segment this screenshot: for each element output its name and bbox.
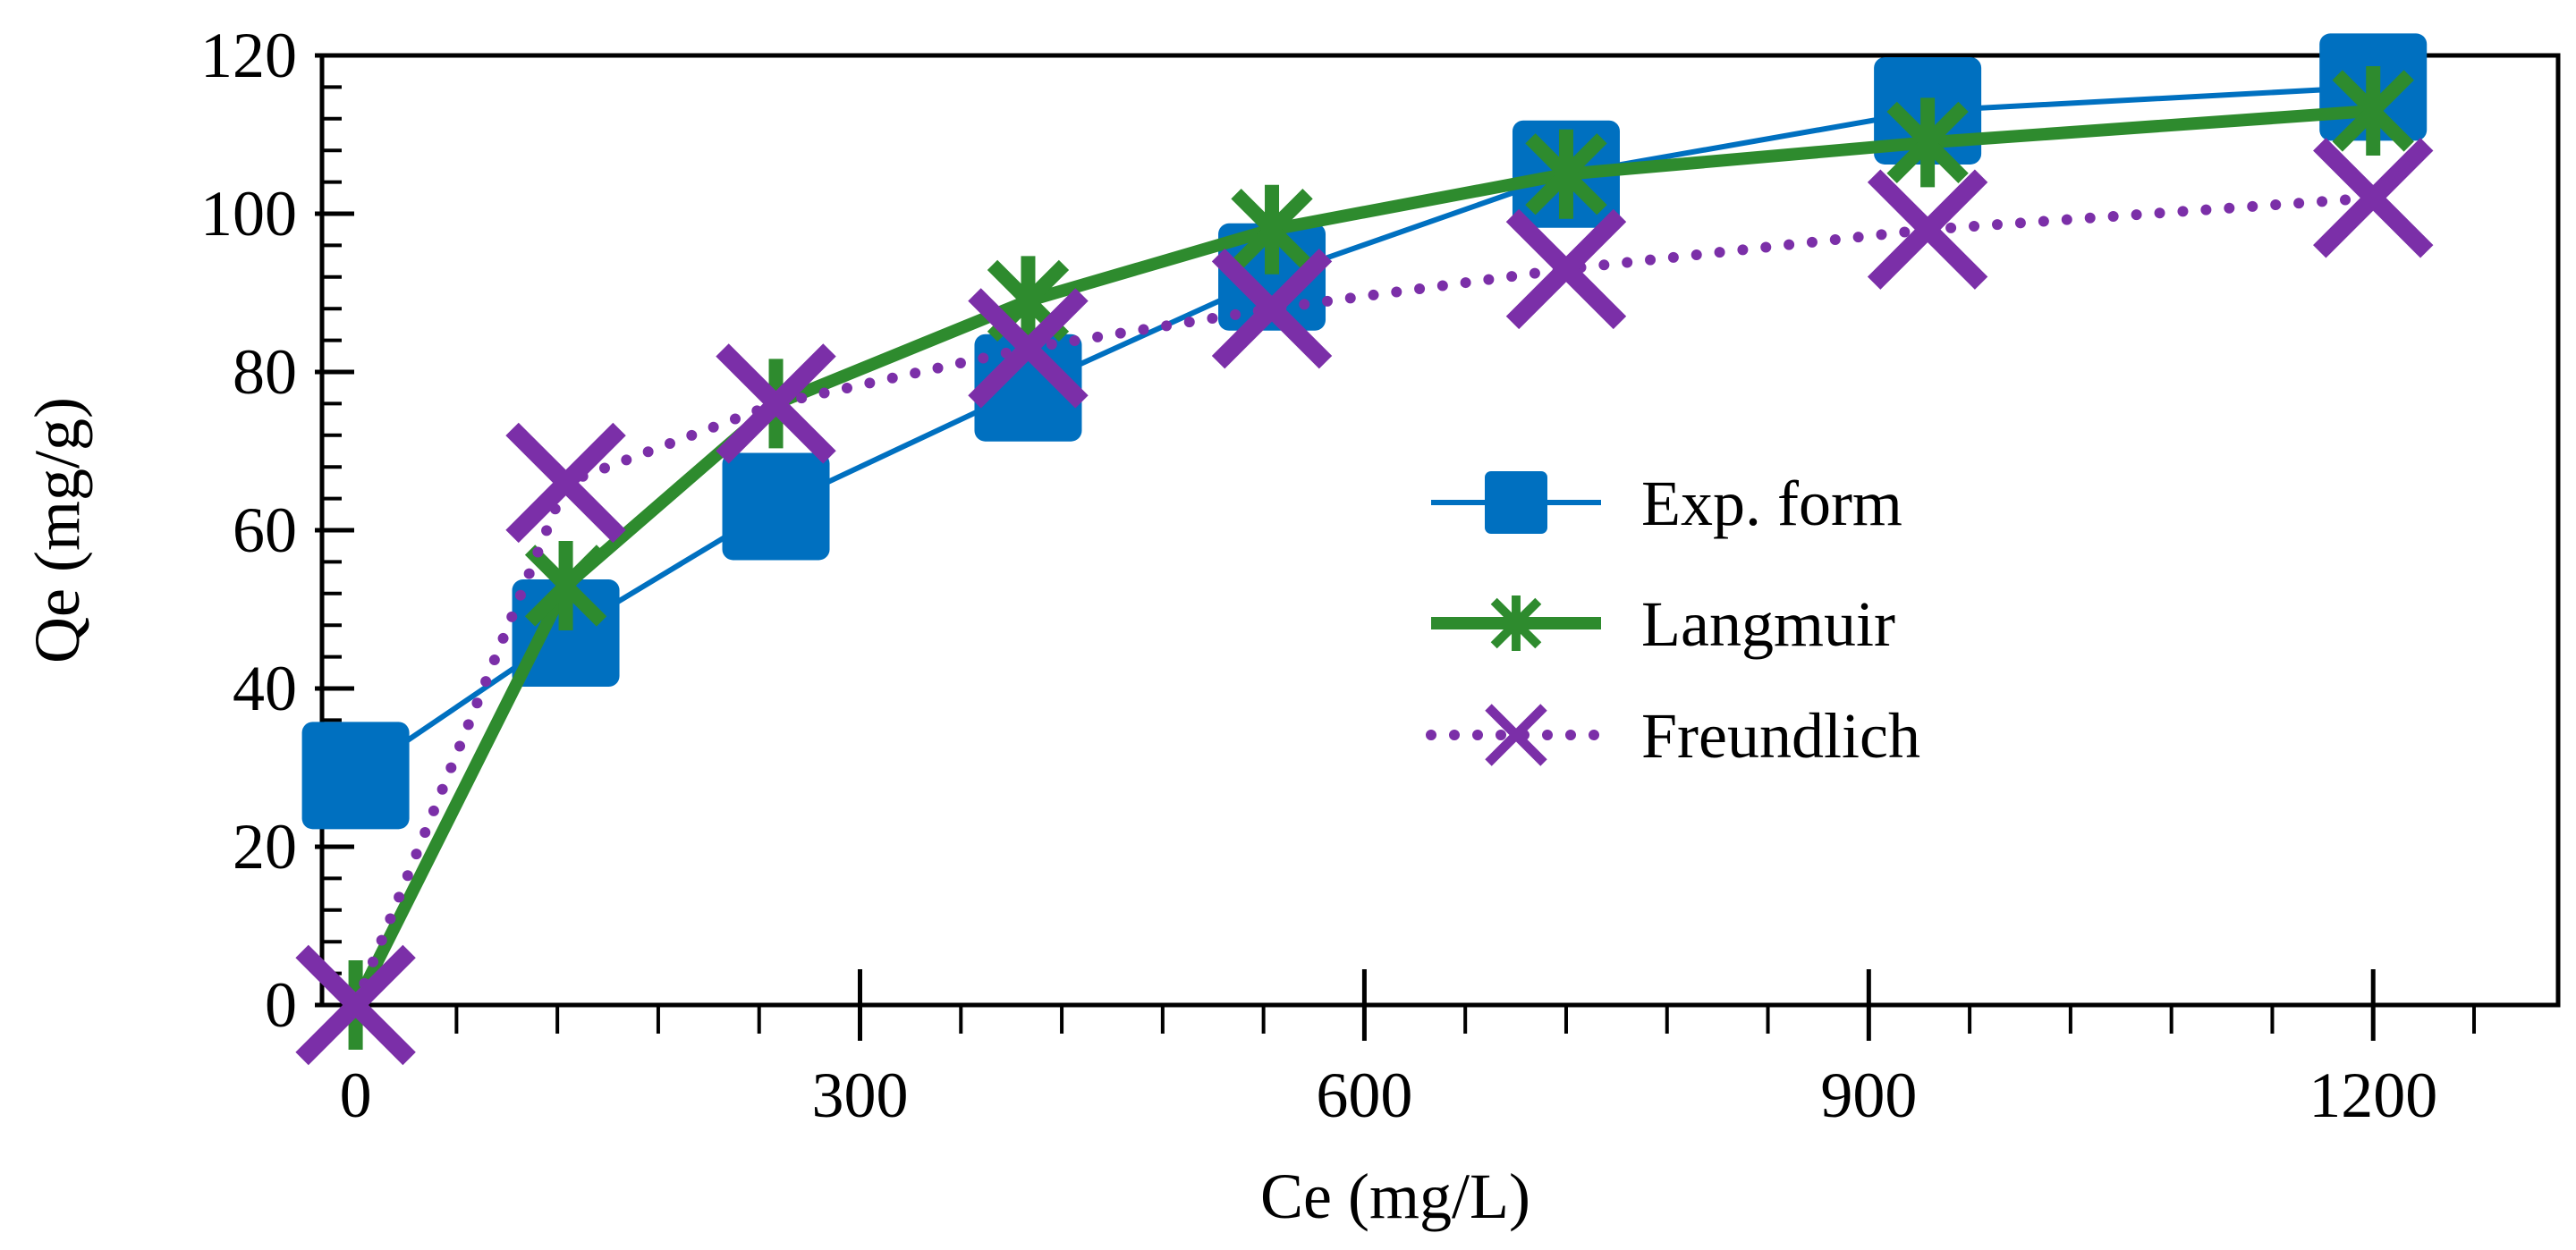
star-marker — [1231, 184, 1313, 274]
legend-label: Freundlich — [1641, 700, 1920, 772]
x-tick-label: 0 — [340, 1060, 372, 1131]
square-marker — [722, 452, 830, 561]
x-tick-label: 900 — [1820, 1060, 1917, 1131]
square-marker — [301, 722, 410, 830]
x-marker — [1211, 248, 1333, 369]
x-marker — [295, 944, 416, 1066]
y-tick-label: 20 — [233, 811, 297, 883]
y-tick-label: 40 — [233, 653, 297, 724]
star-marker — [1525, 129, 1607, 219]
legend-label: Langmuir — [1641, 588, 1895, 660]
x-marker — [968, 288, 1089, 409]
legend-item: Exp. form — [1431, 468, 1902, 539]
square-marker — [1485, 471, 1547, 534]
series-line — [353, 84, 2374, 778]
x-axis-label: Ce (mg/L) — [1260, 1161, 1530, 1232]
legend-item: Langmuir — [1431, 588, 1895, 660]
x-tick-label: 1200 — [2309, 1060, 2437, 1131]
square-marker — [974, 334, 1082, 442]
y-tick-label: 120 — [200, 20, 297, 91]
star-marker — [2332, 65, 2414, 156]
series-layer — [295, 33, 2434, 1066]
x-marker — [1485, 704, 1547, 766]
x-marker — [716, 343, 836, 464]
star-marker — [524, 540, 607, 630]
x-marker — [1867, 169, 1988, 290]
x-marker — [2313, 138, 2434, 258]
ticks-layer: 0 300 600 900 1200 0 20 40 60 80 100 120 — [200, 20, 2477, 1131]
x-marker — [505, 422, 626, 544]
y-tick-label: 80 — [233, 336, 297, 408]
y-axis-label: Qe (mg/g) — [21, 397, 93, 663]
star-marker — [1886, 97, 1969, 188]
legend-item: Freundlich — [1426, 700, 1920, 772]
legend-label: Exp. form — [1641, 468, 1902, 539]
y-tick-label: 100 — [200, 178, 297, 249]
y-tick-label: 60 — [233, 494, 297, 566]
series-line — [350, 192, 2379, 1010]
series-freundlich — [295, 138, 2434, 1066]
y-tick-label: 0 — [265, 969, 297, 1041]
star-marker — [1490, 595, 1542, 651]
x-marker — [1505, 208, 1627, 330]
x-tick-label: 300 — [812, 1060, 909, 1131]
series-langmuir — [314, 65, 2414, 1050]
x-tick-label: 600 — [1316, 1060, 1412, 1131]
